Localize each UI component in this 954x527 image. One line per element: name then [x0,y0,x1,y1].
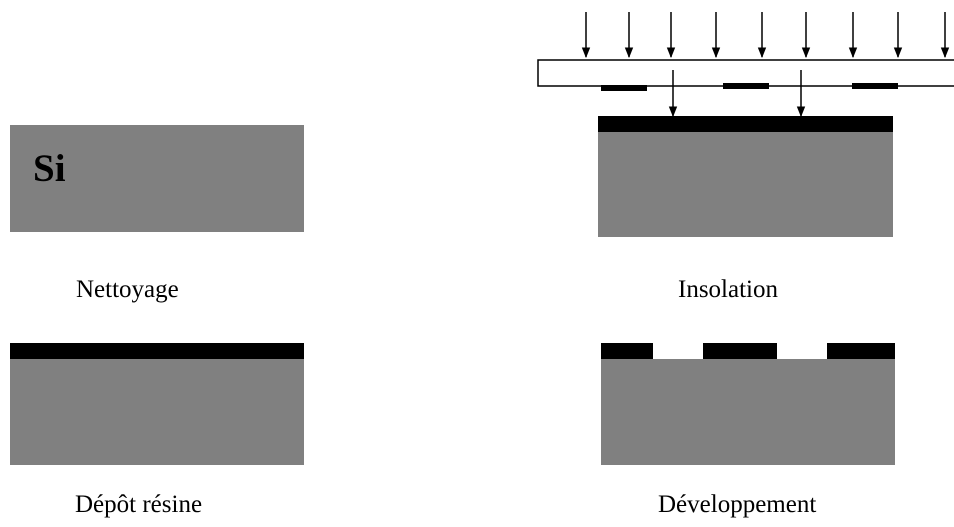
silicon-substrate [598,132,893,237]
mask-opaque-pattern [723,83,769,89]
step-label-resist-coating: Dépôt résine [75,491,203,518]
silicon-substrate [10,359,304,465]
resist-pattern-left [601,343,653,359]
photomask-plate [537,59,954,87]
uv-light-arrows [581,12,950,59]
silicon-substrate [601,359,895,465]
step-label-cleaning: Nettoyage [76,276,179,303]
mask-opaque-pattern [601,85,647,91]
photoresist-layer [598,116,893,132]
step-label-development: Développement [658,491,817,518]
substrate-material-label: Si [33,147,66,190]
step-label-exposure: Insolation [678,276,778,303]
resist-pattern-middle [703,343,777,359]
photoresist-layer [10,343,304,359]
resist-pattern-right [827,343,895,359]
mask-opaque-pattern [852,83,898,89]
silicon-substrate [10,125,304,232]
